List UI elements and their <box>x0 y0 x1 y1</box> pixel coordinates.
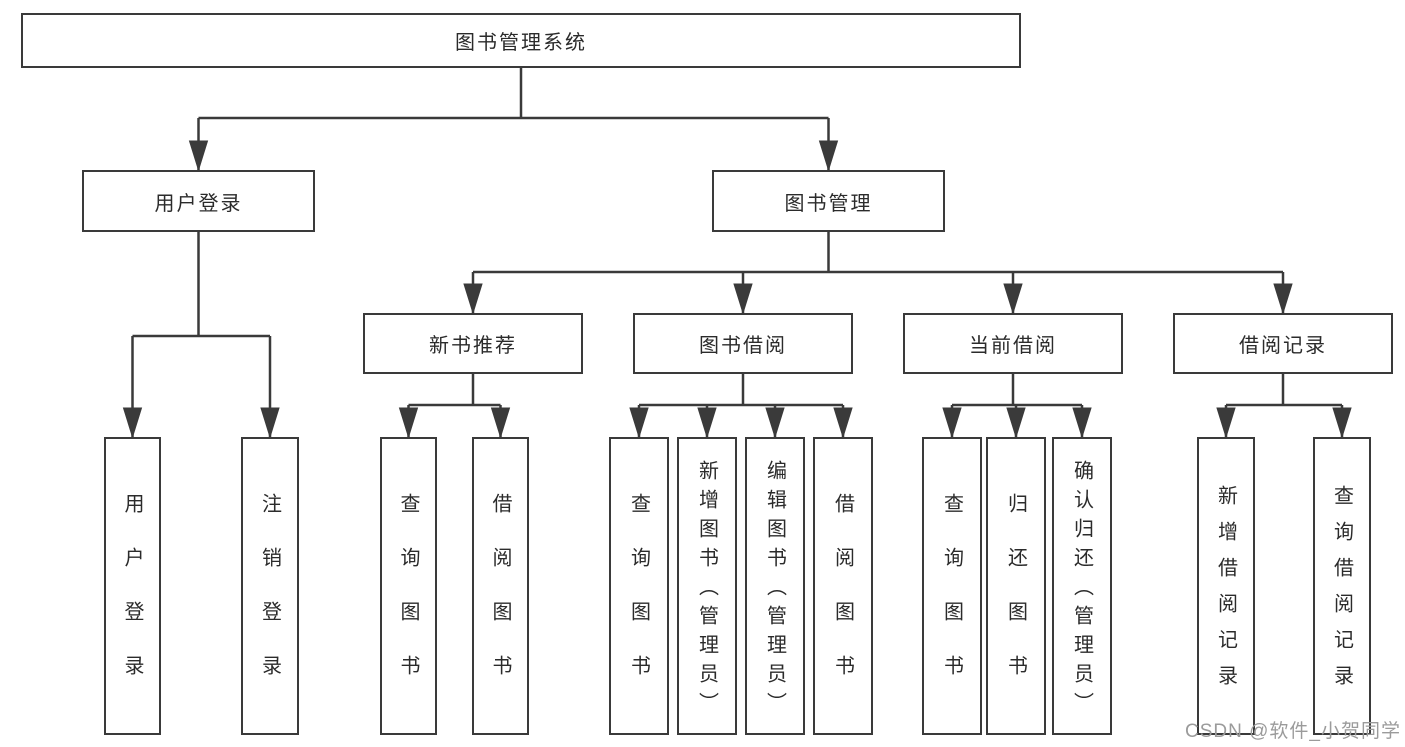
node-label: 用户登录 <box>154 192 243 215</box>
leaf-borrow-books-recommend: 借阅图书 <box>472 437 529 735</box>
leaf-borrow-books: 借阅图书 <box>813 437 873 735</box>
leaf-query-books: 查询图书 <box>609 437 669 735</box>
leaf-add-books-admin: 新增图书（管理员） <box>677 437 737 735</box>
arrow-segments <box>133 118 1343 437</box>
leaf-confirm-return-admin: 确认归还（管理员） <box>1052 437 1112 735</box>
node-label: 新书推荐 <box>429 335 517 357</box>
leaf-label: 查询图书 <box>397 493 419 709</box>
leaf-query-books-recommend: 查询图书 <box>380 437 437 735</box>
node-new-book-recommend: 新书推荐 <box>363 313 583 374</box>
leaf-add-borrow-record: 新增借阅记录 <box>1197 437 1255 735</box>
leaf-query-borrow-record: 查询借阅记录 <box>1313 437 1371 735</box>
leaf-label: 查询图书 <box>627 493 650 709</box>
node-label: 图书借阅 <box>699 335 787 357</box>
csdn-watermark: CSDN @软件_小贺同学 <box>1185 721 1401 742</box>
node-borrow-records: 借阅记录 <box>1173 313 1393 374</box>
leaf-edit-books-admin: 编辑图书（管理员） <box>745 437 805 735</box>
leaf-logout: 注销登录 <box>241 437 299 735</box>
node-label: 图书管理 <box>784 192 873 215</box>
node-label: 当前借阅 <box>969 335 1057 357</box>
node-label: 借阅记录 <box>1239 335 1327 357</box>
node-current-borrow: 当前借阅 <box>903 313 1123 374</box>
leaf-label: 新增图书（管理员） <box>695 459 718 721</box>
leaf-label: 借阅图书 <box>831 493 854 709</box>
node-user-login-branch: 用户登录 <box>82 170 315 232</box>
leaf-label: 确认归还（管理员） <box>1070 459 1093 721</box>
leaf-label: 归还图书 <box>1004 493 1027 709</box>
leaf-label: 新增借阅记录 <box>1214 485 1237 701</box>
node-book-management: 图书管理 <box>712 170 945 232</box>
node-book-borrow: 图书借阅 <box>633 313 853 374</box>
leaf-return-books: 归还图书 <box>986 437 1046 735</box>
leaf-label: 编辑图书（管理员） <box>763 459 786 721</box>
leaf-user-login: 用户登录 <box>104 437 161 735</box>
leaf-label: 查询借阅记录 <box>1330 485 1353 701</box>
leaf-label: 用户登录 <box>121 493 143 709</box>
node-root-label: 图书管理系统 <box>455 32 587 54</box>
leaf-query-books-current: 查询图书 <box>922 437 982 735</box>
leaf-label: 查询图书 <box>940 493 963 709</box>
leaf-label: 注销登录 <box>258 493 281 709</box>
node-root: 图书管理系统 <box>21 13 1021 68</box>
leaf-label: 借阅图书 <box>489 493 511 709</box>
